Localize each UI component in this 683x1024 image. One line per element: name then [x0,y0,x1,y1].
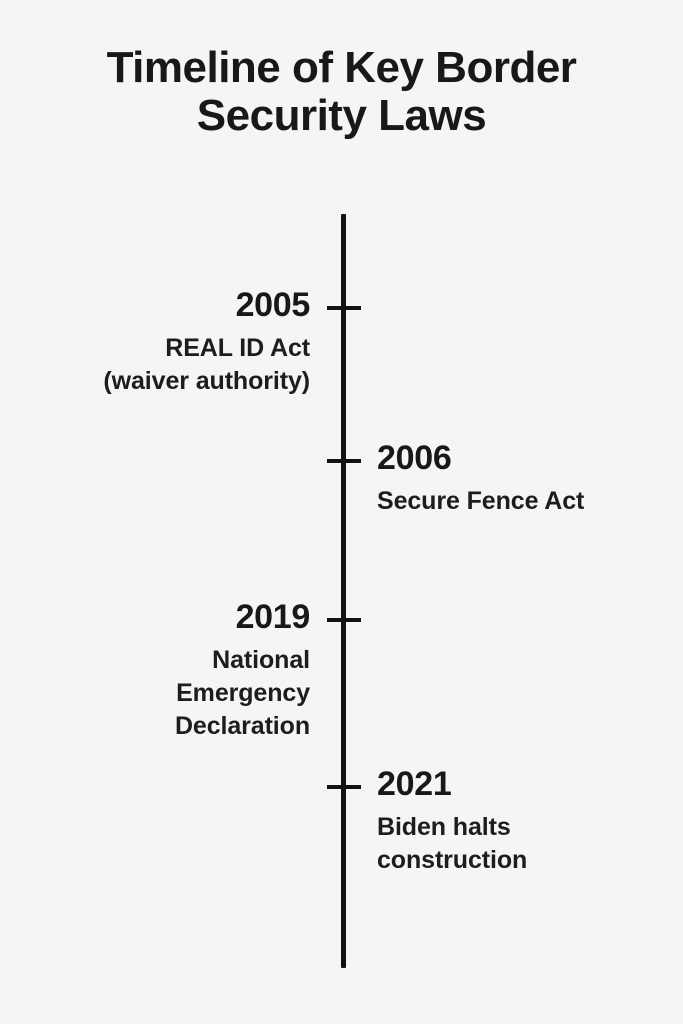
timeline-event-year: 2006 [377,439,452,477]
timeline-event-2019: 2019 National Emergency Declaration [10,600,310,743]
timeline-event-label-line: Biden halts [377,813,511,841]
page-title-line-1: Timeline of Key Border [106,43,577,92]
timeline-axis [341,214,346,968]
timeline-tick-2006 [327,459,361,463]
timeline-event-label-line: REAL ID Act [165,334,310,362]
timeline-event-2021: 2021 Biden halts construction [377,767,677,877]
timeline-event-label-line: Declaration [174,712,310,740]
timeline-event-label-line: Emergency [176,679,310,707]
timeline-event-label-line: (waiver authority) [103,367,310,395]
page-title: Timeline of Key Border Security Laws [0,44,683,139]
timeline-tick-2005 [327,306,361,310]
timeline-tick-2021 [327,785,361,789]
timeline-event-year: 2019 [235,598,311,636]
timeline-event-label-line: National [212,646,310,674]
timeline-event-year: 2005 [235,286,311,324]
timeline-tick-2019 [327,618,361,622]
page-title-line-2: Security Laws [196,90,487,140]
timeline-event-2006: 2006 Secure Fence Act [377,441,677,518]
timeline-event-label-line: construction [377,846,528,874]
timeline-event-label-line: Secure Fence Act [377,487,585,515]
timeline-event-year: 2021 [377,765,452,803]
timeline-event-2005: 2005 REAL ID Act (waiver authority) [10,288,310,398]
